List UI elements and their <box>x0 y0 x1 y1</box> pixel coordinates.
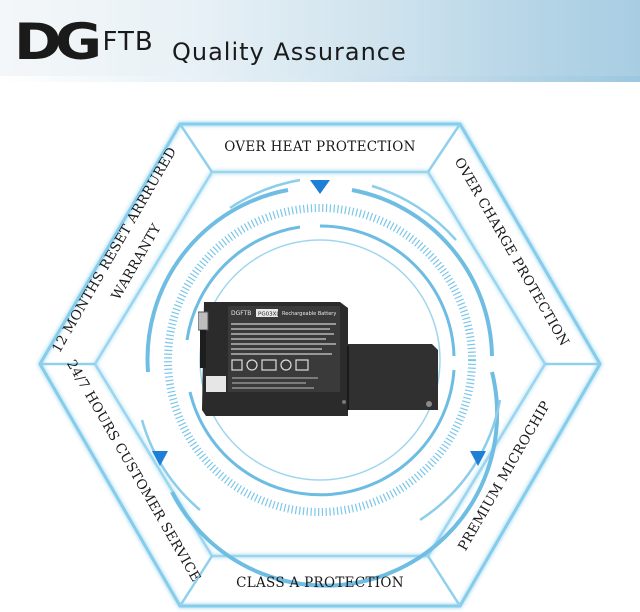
label-customer-service: 24/7 HOURS CUSTOMER SERVICE <box>63 357 204 585</box>
arrow-right-icon <box>470 451 486 466</box>
arrow-top-icon <box>310 180 330 194</box>
ring-arcs-outer <box>140 178 502 522</box>
battery-cert-marks <box>231 359 309 371</box>
battery-type-text: Rechargeable Battery <box>282 311 336 317</box>
hexagon-spokes <box>40 123 600 607</box>
logo-mark: DG <box>14 13 102 71</box>
label-over-heat: OVER HEAT PROTECTION <box>224 139 416 155</box>
ring-hatched <box>164 204 476 516</box>
label-warranty-line1: 12 MONTHS RESET ARRRURED <box>49 144 180 355</box>
battery-body-right <box>348 344 438 410</box>
battery-connector <box>198 311 209 331</box>
battery-screw-icon <box>426 401 432 407</box>
ring-inner <box>185 224 456 497</box>
tagline: Quality Assurance <box>172 38 407 66</box>
brand-logo: DG FTB <box>14 16 154 68</box>
arrow-left-icon <box>152 451 168 466</box>
label-class-a: CLASS A PROTECTION <box>236 575 404 591</box>
logo-suffix: FTB <box>102 27 154 57</box>
battery-model-text: PG03XL <box>258 312 280 318</box>
battery-label-lines <box>231 323 336 355</box>
battery-sticker <box>206 376 226 392</box>
battery-product-image: DGFTB PG03XL Rechargeable Battery <box>198 302 438 416</box>
banner-stripe <box>0 76 640 82</box>
ring-outer <box>145 188 500 588</box>
label-over-charge: OVER CHARGE PROTECTION <box>451 155 572 349</box>
header-banner: DG FTB Quality Assurance <box>0 0 640 82</box>
battery-brand-text: DGFTB <box>231 310 251 317</box>
